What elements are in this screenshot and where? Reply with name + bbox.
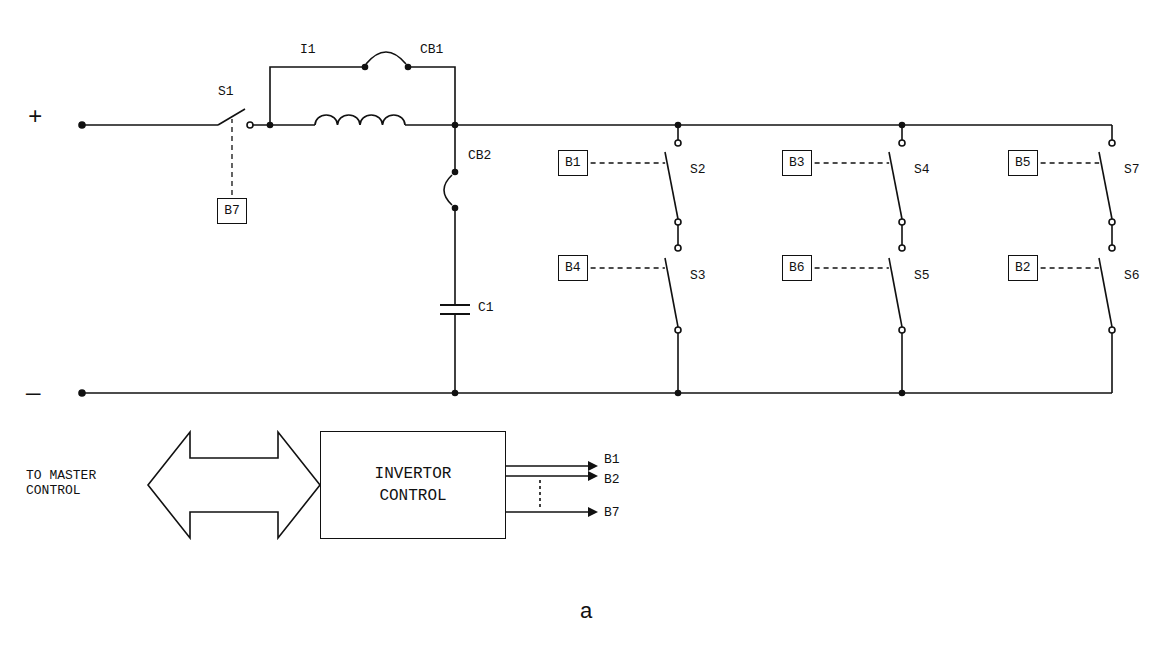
signal-line bbox=[506, 475, 592, 477]
arrowhead bbox=[588, 461, 598, 471]
part-label: I1 bbox=[300, 42, 316, 57]
switch-terminal bbox=[675, 245, 681, 251]
switch-terminal bbox=[1109, 219, 1115, 225]
bus-label: TO MASTER CONTROL bbox=[26, 468, 144, 498]
part-label: S4 bbox=[914, 162, 930, 177]
switch-blade bbox=[1099, 258, 1112, 327]
actuator-link bbox=[1041, 267, 1099, 268]
part-label: S2 bbox=[690, 162, 706, 177]
box-text: B3 bbox=[789, 155, 805, 170]
driver-box: B3 bbox=[782, 150, 812, 176]
junction-dot bbox=[453, 391, 458, 396]
wire bbox=[901, 333, 903, 393]
box-text: B5 bbox=[1015, 155, 1031, 170]
top-rail bbox=[405, 124, 1112, 126]
figure-caption: a bbox=[580, 598, 592, 624]
switch-blade bbox=[1099, 152, 1112, 219]
switch-terminal bbox=[1109, 327, 1115, 333]
wire bbox=[410, 67, 455, 125]
part-label: C1 bbox=[478, 300, 494, 315]
part-label: S5 bbox=[914, 268, 930, 283]
wire bbox=[901, 125, 903, 140]
wire bbox=[454, 314, 456, 393]
box-text: B7 bbox=[224, 203, 240, 218]
driver-box: B4 bbox=[558, 255, 588, 281]
box-text: B4 bbox=[565, 260, 581, 275]
wire bbox=[82, 124, 218, 126]
part-label: CB2 bbox=[468, 148, 491, 163]
wire bbox=[270, 67, 363, 125]
wire bbox=[454, 125, 456, 170]
wire bbox=[1111, 225, 1113, 245]
wire bbox=[454, 210, 456, 305]
switch-blade bbox=[665, 258, 678, 327]
switch-terminal bbox=[899, 245, 905, 251]
breaker-contact bbox=[363, 65, 368, 70]
box-text: B2 bbox=[1015, 260, 1031, 275]
driver-box: B7 bbox=[217, 198, 247, 224]
part-label: S3 bbox=[690, 268, 706, 283]
switch-terminal bbox=[1109, 140, 1115, 146]
signal-ellipsis bbox=[539, 480, 541, 508]
signal-line bbox=[506, 511, 592, 513]
breaker-symbol bbox=[366, 52, 406, 64]
switch-terminal bbox=[247, 122, 253, 128]
box-text: INVERTOR CONTROL bbox=[357, 463, 469, 507]
arrowhead bbox=[588, 507, 598, 517]
switch-terminal bbox=[675, 327, 681, 333]
switch-terminal bbox=[899, 219, 905, 225]
signal-label: B7 bbox=[604, 505, 620, 520]
box-text: B6 bbox=[789, 260, 805, 275]
switch-terminal bbox=[675, 140, 681, 146]
breaker-contact bbox=[453, 170, 458, 175]
switch-terminal bbox=[1109, 245, 1115, 251]
signal-label: B2 bbox=[604, 472, 620, 487]
wire bbox=[901, 225, 903, 245]
switch-terminal bbox=[675, 219, 681, 225]
actuator-link bbox=[1041, 162, 1100, 163]
actuator-link bbox=[591, 267, 665, 268]
part-label: S1 bbox=[218, 84, 234, 99]
breaker-contact bbox=[406, 65, 411, 70]
signal-line bbox=[506, 465, 592, 467]
switch-terminal bbox=[899, 327, 905, 333]
wire bbox=[1111, 333, 1113, 393]
driver-box: B1 bbox=[558, 150, 588, 176]
polarity-sign: + bbox=[28, 104, 42, 132]
switch-blade bbox=[889, 258, 902, 327]
signal-label: B1 bbox=[604, 452, 620, 467]
breaker-contact bbox=[453, 206, 458, 211]
wire bbox=[253, 124, 315, 126]
polarity-sign: — bbox=[26, 380, 40, 408]
wire bbox=[677, 333, 679, 393]
bus-arrow bbox=[148, 432, 320, 538]
wire bbox=[1111, 125, 1113, 140]
breaker-symbol bbox=[444, 175, 452, 205]
wire bbox=[677, 225, 679, 245]
actuator-link bbox=[231, 119, 232, 195]
bottom-rail bbox=[82, 392, 1112, 394]
driver-box: B5 bbox=[1008, 150, 1038, 176]
wire bbox=[677, 125, 679, 140]
box-text: B1 bbox=[565, 155, 581, 170]
inductor-symbol bbox=[315, 115, 405, 125]
actuator-link bbox=[815, 162, 890, 163]
arrowhead bbox=[588, 471, 598, 481]
switch-terminal bbox=[899, 140, 905, 146]
part-label: S6 bbox=[1124, 268, 1140, 283]
actuator-link bbox=[591, 162, 666, 163]
capacitor-plate bbox=[440, 304, 470, 306]
switch-blade bbox=[665, 152, 678, 219]
control-box: INVERTOR CONTROL bbox=[320, 431, 506, 539]
driver-box: B2 bbox=[1008, 255, 1038, 281]
part-label: CB1 bbox=[420, 42, 443, 57]
actuator-link bbox=[815, 267, 889, 268]
driver-box: B6 bbox=[782, 255, 812, 281]
switch-blade bbox=[889, 152, 902, 219]
part-label: S7 bbox=[1124, 162, 1140, 177]
